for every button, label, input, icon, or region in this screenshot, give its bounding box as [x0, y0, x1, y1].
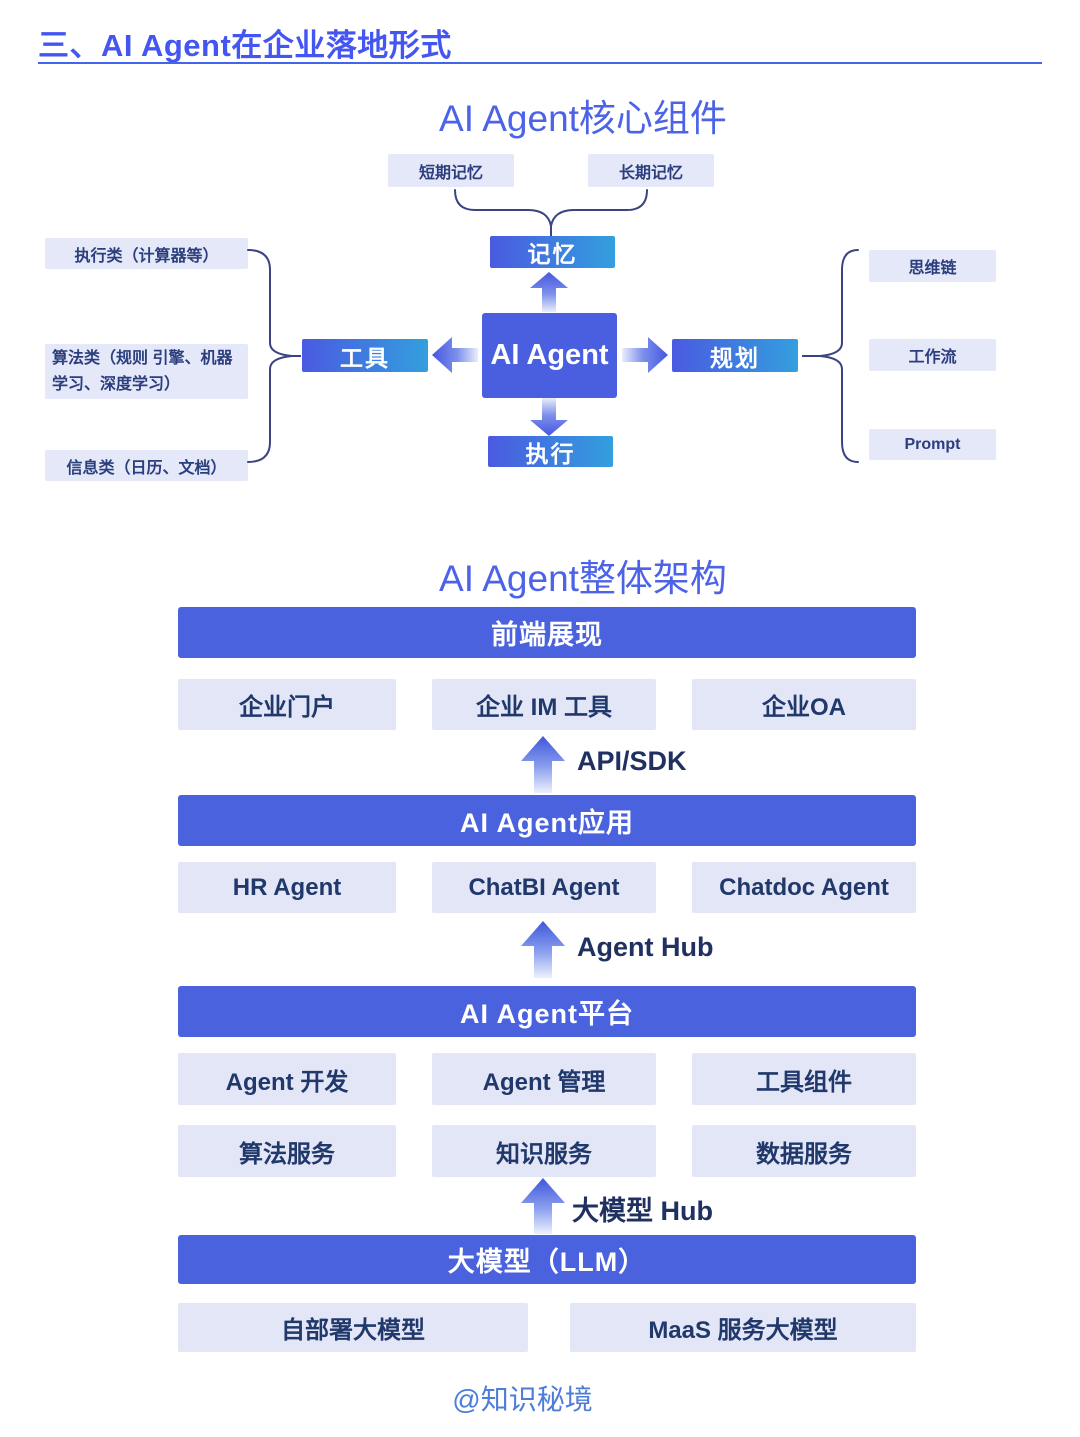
- item-chatbi-agent: ChatBI Agent: [432, 862, 656, 913]
- node-chain-of-thought: 思维链: [869, 250, 996, 282]
- node-tool-algo-type: 算法类（规则 引擎、机器学习、深度学习）: [45, 344, 248, 399]
- big-arrow-up-icon: [521, 921, 565, 978]
- arrow-down-icon: [530, 398, 568, 436]
- item-data-service: 数据服务: [692, 1125, 916, 1177]
- footer-credit: @知识秘境: [452, 1384, 593, 1415]
- node-memory: 记忆: [490, 236, 615, 268]
- layer-frontend-header: 前端展现: [178, 607, 916, 658]
- item-chatdoc-agent: Chatdoc Agent: [692, 862, 916, 913]
- node-short-term-memory: 短期记忆: [388, 154, 514, 187]
- big-arrow-up-icon: [521, 736, 565, 793]
- item-agent-mgmt: Agent 管理: [432, 1053, 656, 1105]
- brace-top-icon: [454, 189, 648, 238]
- arrow-right-icon: [622, 337, 668, 373]
- node-execution: 执行: [488, 436, 613, 467]
- page-title: 三、AI Agent在企业落地形式: [38, 28, 452, 63]
- item-hr-agent: HR Agent: [178, 862, 396, 913]
- node-ai-agent: AI Agent: [482, 313, 617, 398]
- item-knowledge-service: 知识服务: [432, 1125, 656, 1177]
- item-algo-service: 算法服务: [178, 1125, 396, 1177]
- node-long-term-memory: 长期记忆: [588, 154, 714, 187]
- connector-api-sdk-label: API/SDK: [577, 746, 687, 776]
- diagram2-title: AI Agent整体架构: [439, 558, 727, 599]
- node-planning: 规划: [672, 339, 798, 372]
- connector-llm-hub-label: 大模型 Hub: [572, 1196, 713, 1226]
- node-tools: 工具: [302, 339, 428, 372]
- item-agent-dev: Agent 开发: [178, 1053, 396, 1105]
- layer-llm-header: 大模型（LLM）: [178, 1235, 916, 1284]
- brace-right-icon: [802, 249, 859, 463]
- layer-app-header: AI Agent应用: [178, 795, 916, 846]
- title-underline: [38, 62, 1042, 64]
- layer-platform-header: AI Agent平台: [178, 986, 916, 1037]
- arrow-left-icon: [432, 337, 478, 373]
- node-tool-exec-type: 执行类（计算器等）: [45, 238, 248, 269]
- brace-left-icon: [247, 249, 301, 463]
- item-enterprise-im: 企业 IM 工具: [432, 679, 656, 730]
- diagram1-title: AI Agent核心组件: [439, 98, 727, 139]
- big-arrow-up-icon: [521, 1178, 565, 1234]
- item-self-deployed-llm: 自部署大模型: [178, 1303, 528, 1352]
- node-tool-info-type: 信息类（日历、文档）: [45, 450, 248, 481]
- connector-agent-hub-label: Agent Hub: [577, 932, 714, 962]
- item-tool-components: 工具组件: [692, 1053, 916, 1105]
- arrow-up-icon: [530, 272, 568, 312]
- item-maas-llm: MaaS 服务大模型: [570, 1303, 916, 1352]
- node-workflow: 工作流: [869, 339, 996, 371]
- item-enterprise-portal: 企业门户: [178, 679, 396, 730]
- node-prompt: Prompt: [869, 429, 996, 460]
- item-enterprise-oa: 企业OA: [692, 679, 916, 730]
